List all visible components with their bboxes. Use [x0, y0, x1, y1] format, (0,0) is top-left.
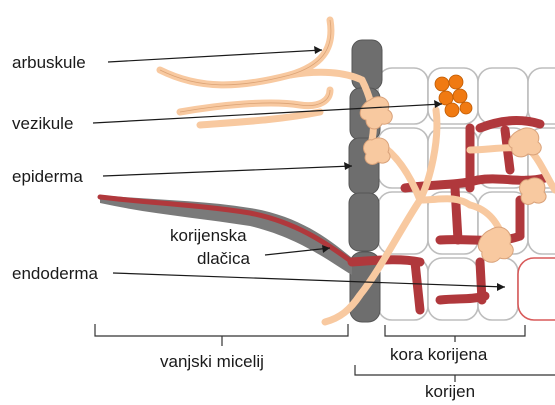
- vesicle: [445, 103, 459, 117]
- endoderm-cell: [518, 258, 555, 320]
- label-vanjski-micelij: vanjski micelij: [160, 352, 264, 371]
- label-dlacica: dlačica: [197, 249, 250, 268]
- label-endoderma: endoderma: [12, 264, 99, 283]
- label-korijenska: korijenska: [170, 226, 247, 245]
- bracket-kora-korijena: [385, 325, 525, 342]
- bracket-vanjski-micelij: [95, 324, 348, 346]
- vesicle: [449, 75, 463, 89]
- label-vezikule: vezikule: [12, 114, 73, 133]
- vesicle: [453, 89, 467, 103]
- label-kora-korijena: kora korijena: [390, 345, 488, 364]
- bracket-korijen: [355, 365, 555, 382]
- label-arbuskule: arbuskule: [12, 53, 86, 72]
- label-korijen: korijen: [425, 382, 475, 401]
- label-epiderma: epiderma: [12, 167, 83, 186]
- vesicle: [460, 102, 472, 114]
- vesicle: [435, 77, 449, 91]
